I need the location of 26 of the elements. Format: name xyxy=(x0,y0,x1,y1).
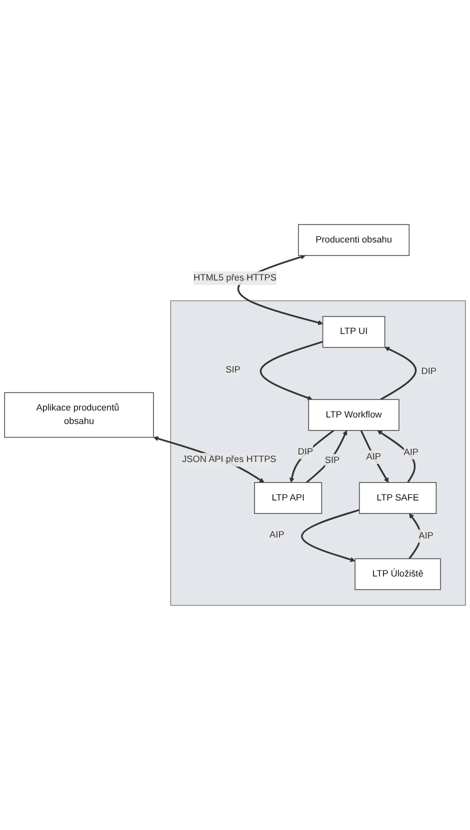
arrow xyxy=(380,346,417,400)
edge-label: AIP xyxy=(404,447,419,458)
arrow xyxy=(377,430,416,484)
edge-label: SIP xyxy=(226,364,240,375)
node-box: LTP SAFE xyxy=(358,482,437,514)
arrow xyxy=(260,340,324,400)
edge-label: HTML5 přes HTTPS xyxy=(194,272,277,283)
arrow xyxy=(301,509,360,562)
edge-label: AIP xyxy=(366,452,381,462)
arrow xyxy=(408,513,422,560)
node-box: Aplikace producentů obsahu xyxy=(4,392,154,438)
edge-label: AIP xyxy=(270,530,284,540)
node-box: Producenti obsahu xyxy=(298,224,410,256)
arrow xyxy=(306,430,348,484)
edge-label: AIP xyxy=(418,530,434,541)
node-box: LTP Úložiště xyxy=(354,558,441,590)
edge-label: JSON API přes HTTPS xyxy=(182,454,276,465)
arrow xyxy=(360,430,389,483)
node-box: LTP UI xyxy=(322,316,386,348)
arrow xyxy=(289,430,334,483)
node-box: LTP API xyxy=(254,482,322,514)
edge-label: SIP xyxy=(324,456,340,466)
edge-label: DIP xyxy=(298,447,314,457)
node-box: LTP Workflow xyxy=(308,399,400,431)
edge-label: DIP xyxy=(421,366,436,376)
cluster xyxy=(170,300,466,606)
